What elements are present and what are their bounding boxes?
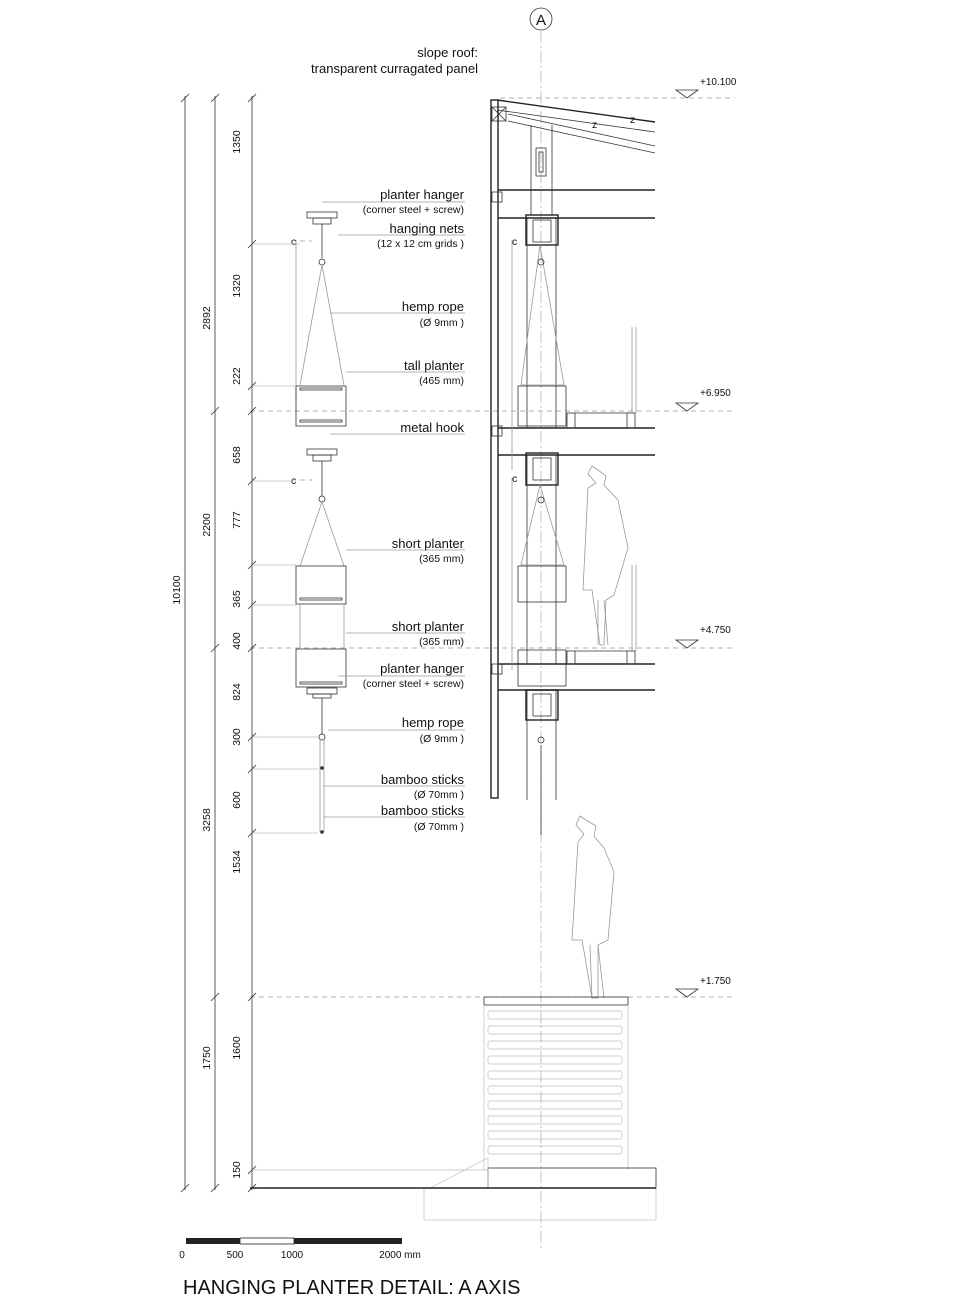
annotation-subtitle: (Ø 70mm )	[414, 821, 464, 833]
elevation-triangle-icon	[674, 988, 700, 998]
annotation-subtitle: (Ø 70mm )	[414, 789, 464, 801]
annotation-title: bamboo sticks	[381, 803, 465, 818]
dimension-middle: 2892	[201, 306, 213, 330]
roof-label: slope roof:	[417, 45, 478, 60]
scale-label: 500	[227, 1250, 244, 1261]
dimension-inner: 1320	[231, 274, 243, 298]
dimension-inner: 777	[231, 511, 243, 529]
dimension-total: 10100	[171, 575, 183, 604]
elevation-label: +1.750	[700, 976, 731, 987]
dimension-inner: 300	[231, 728, 243, 746]
hanging-planter-elevation: c c	[291, 211, 347, 834]
annotation-subtitle: (12 x 12 cm grids )	[377, 238, 464, 250]
dimension-values: 10100 2892 2200 3258 1750 1350 1320 222 …	[171, 130, 243, 1179]
axis-label: A	[536, 12, 546, 29]
annotation-title: planter hanger	[380, 661, 465, 676]
dimension-middle: 1750	[201, 1046, 213, 1070]
dimension-inner: 365	[231, 590, 243, 608]
dimension-inner: 658	[231, 446, 243, 464]
annotation-labels: planter hanger (corner steel + screw) ha…	[363, 187, 465, 833]
axis-a-marker: A	[529, 7, 553, 1250]
dimension-inner: 150	[231, 1161, 243, 1179]
svg-text:z: z	[592, 119, 597, 131]
annotation-title: hemp rope	[402, 715, 464, 730]
podium-base	[250, 996, 657, 1221]
dimension-inner: 400	[231, 632, 243, 650]
person-figure-lower	[571, 815, 615, 999]
annotation-title: tall planter	[404, 358, 465, 373]
annotation-leaders	[322, 201, 465, 818]
dimension-inner: 1350	[231, 130, 243, 154]
dimension-inner: 1534	[231, 850, 243, 874]
annotation-title: hemp rope	[402, 299, 464, 314]
annotation-title: short planter	[392, 619, 465, 634]
annotation-subtitle: (corner steel + screw)	[363, 204, 464, 216]
annotation-title: short planter	[392, 536, 465, 551]
svg-text:c: c	[512, 236, 517, 248]
slope-roof: z z	[491, 99, 656, 215]
annotation-subtitle: (corner steel + screw)	[363, 678, 464, 690]
elevation-markers: +10.100 +6.950 +4.750 +1.750	[250, 77, 737, 998]
svg-text:c: c	[512, 473, 517, 485]
annotation-subtitle: (Ø 9mm )	[420, 733, 464, 745]
svg-text:z: z	[630, 114, 635, 126]
elevation-triangle-icon	[674, 89, 700, 99]
annotation-title: planter hanger	[380, 187, 465, 202]
dimension-inner: 1600	[231, 1036, 243, 1060]
dimension-inner: 824	[231, 683, 243, 701]
scale-label: 0	[179, 1250, 185, 1261]
dimension-inner: 222	[231, 367, 243, 385]
elevation-label: +4.750	[700, 625, 731, 636]
annotation-subtitle: (Ø 9mm )	[420, 317, 464, 329]
dimension-inner: 600	[231, 791, 243, 809]
annotation-title: bamboo sticks	[381, 772, 465, 787]
dimension-middle: 3258	[201, 808, 213, 832]
scale-label: 2000 mm	[379, 1250, 421, 1261]
person-figure-upper	[582, 465, 629, 646]
dimension-middle: 2200	[201, 513, 213, 537]
annotation-title: metal hook	[400, 420, 464, 435]
svg-text:c: c	[291, 236, 296, 248]
elevation-label: +6.950	[700, 388, 731, 399]
scale-bar: 0 500 1000 2000 mm	[179, 1237, 421, 1261]
annotation-subtitle: (365 mm)	[419, 553, 464, 565]
roof-label: transparent curragated panel	[311, 61, 478, 76]
drawing-title: HANGING PLANTER DETAIL: A AXIS	[183, 1277, 521, 1299]
elevation-triangle-icon	[674, 402, 700, 412]
annotation-subtitle: (465 mm)	[419, 375, 464, 387]
elevation-label: +10.100	[700, 77, 737, 88]
scale-label: 1000	[281, 1250, 304, 1261]
building-structure: c c	[490, 99, 655, 835]
elevation-triangle-icon	[674, 639, 700, 649]
annotation-subtitle: (365 mm)	[419, 636, 464, 648]
annotation-title: hanging nets	[390, 221, 465, 236]
dimension-chain-lines	[180, 93, 488, 1193]
